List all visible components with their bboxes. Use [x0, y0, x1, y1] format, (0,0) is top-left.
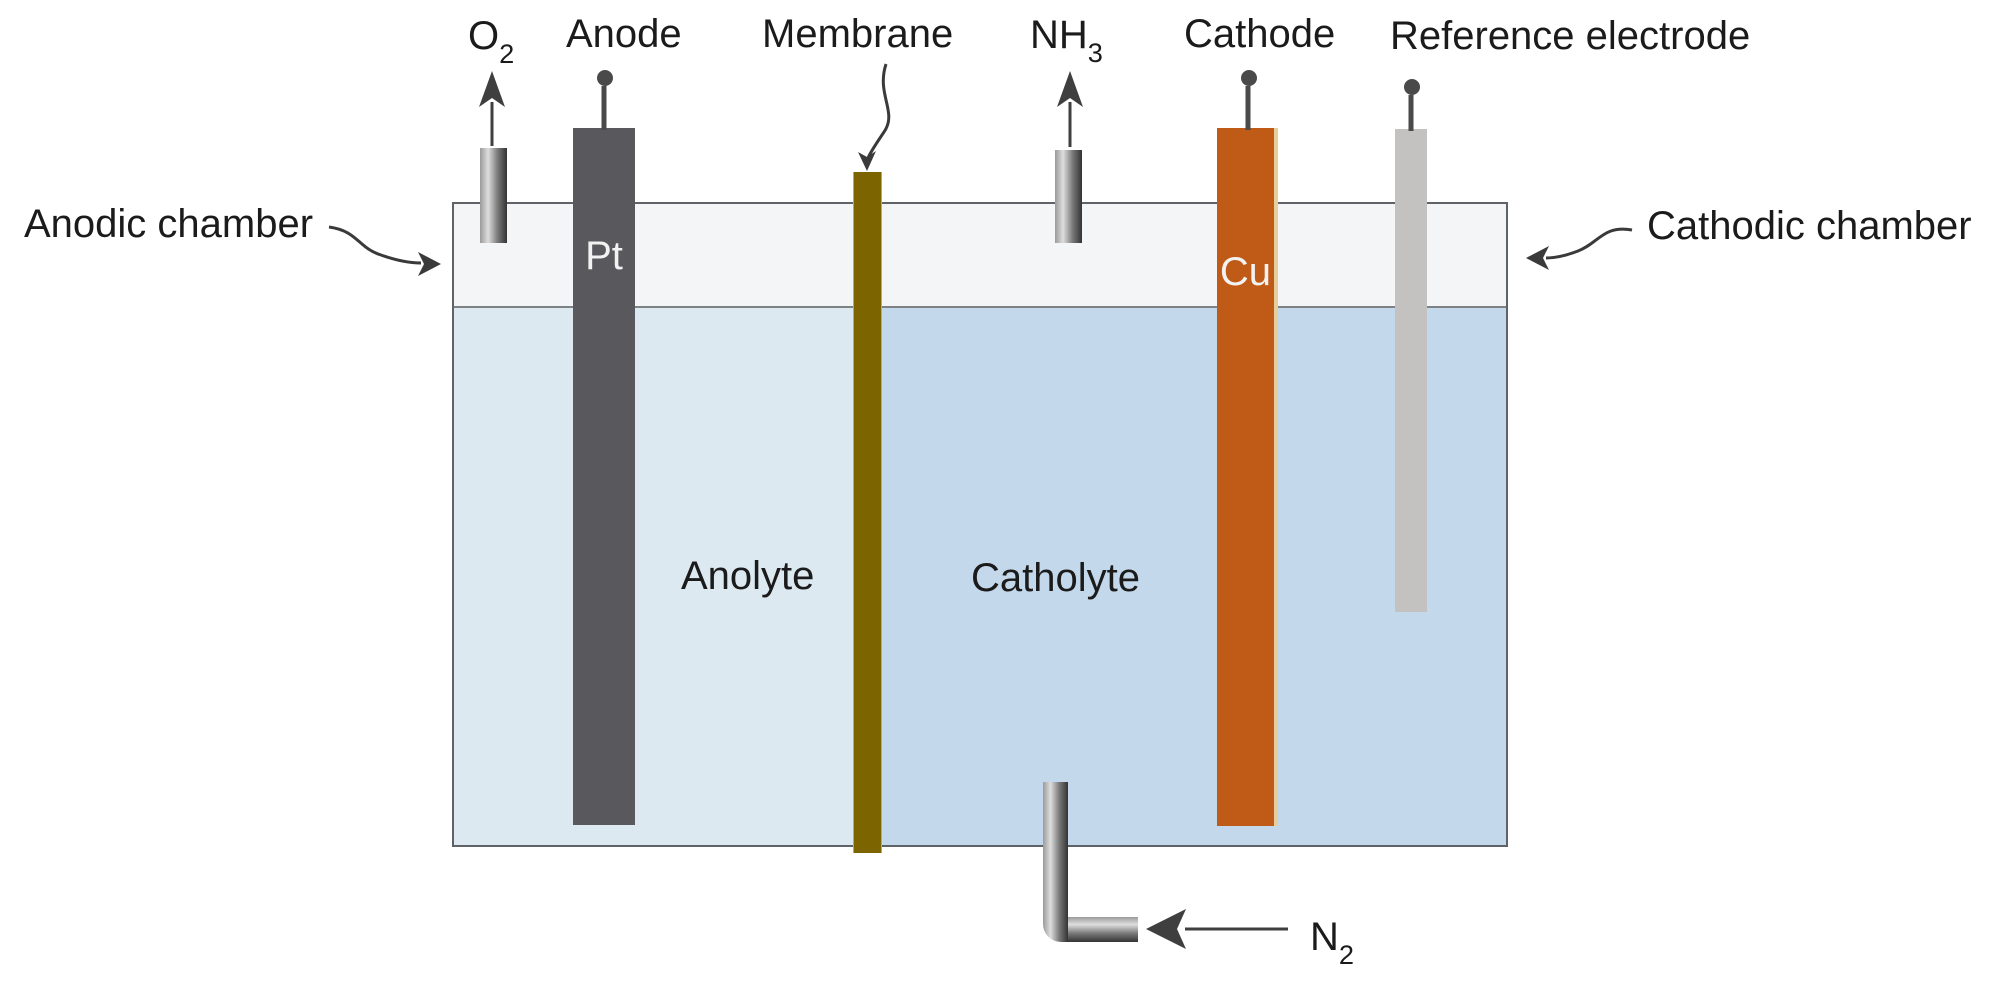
n2-inlet-tube-elbow	[1043, 917, 1068, 942]
reference-terminal-dot	[1404, 79, 1420, 95]
anodic-chamber-label: Anodic chamber	[24, 202, 314, 246]
anode-terminal-dot	[597, 70, 613, 86]
anode-electrode: Pt	[573, 128, 635, 825]
anodic-chamber-callout-line	[328, 225, 422, 265]
reference-electrode-label: Reference electrode	[1390, 14, 1751, 58]
nh3-label: NH3	[1030, 13, 1103, 68]
reference-electrode-bar	[1395, 129, 1427, 612]
anode-label: Anode	[566, 12, 682, 56]
cathode-terminal-dot	[1241, 70, 1257, 86]
catholyte-label: Catholyte	[971, 556, 1140, 600]
o2-outlet-tube	[480, 148, 507, 243]
anolyte-liquid	[454, 306, 855, 845]
anode-material-label: Pt	[585, 234, 623, 278]
membrane-callout-arrowhead-icon	[858, 151, 876, 171]
membrane-bar	[853, 172, 882, 853]
cathodic-chamber-callout-line	[1545, 227, 1633, 260]
n2-inlet-tube-vertical	[1043, 782, 1068, 917]
cathode-label: Cathode	[1184, 12, 1336, 56]
n2-inlet-tube-horizontal	[1068, 917, 1138, 942]
membrane-callout-line	[866, 63, 891, 159]
nh3-outlet-tube	[1055, 150, 1082, 243]
cathodic-chamber-label: Cathodic chamber	[1647, 204, 1972, 248]
o2-label: O2	[468, 14, 515, 69]
membrane-label: Membrane	[762, 12, 954, 56]
cathodic-chamber-callout-arrowhead-icon	[1526, 246, 1549, 270]
o2-flow-arrowhead-icon	[479, 71, 505, 107]
anolyte-label: Anolyte	[681, 554, 815, 598]
nh3-flow-arrowhead-icon	[1057, 71, 1083, 107]
cathode-material-label: Cu	[1219, 250, 1272, 294]
n2-label: N2	[1310, 915, 1355, 970]
n2-flow-arrowhead-icon	[1146, 909, 1186, 949]
anodic-chamber-callout-arrowhead-icon	[418, 252, 441, 276]
cathode-electrode: Cu	[1217, 128, 1278, 826]
